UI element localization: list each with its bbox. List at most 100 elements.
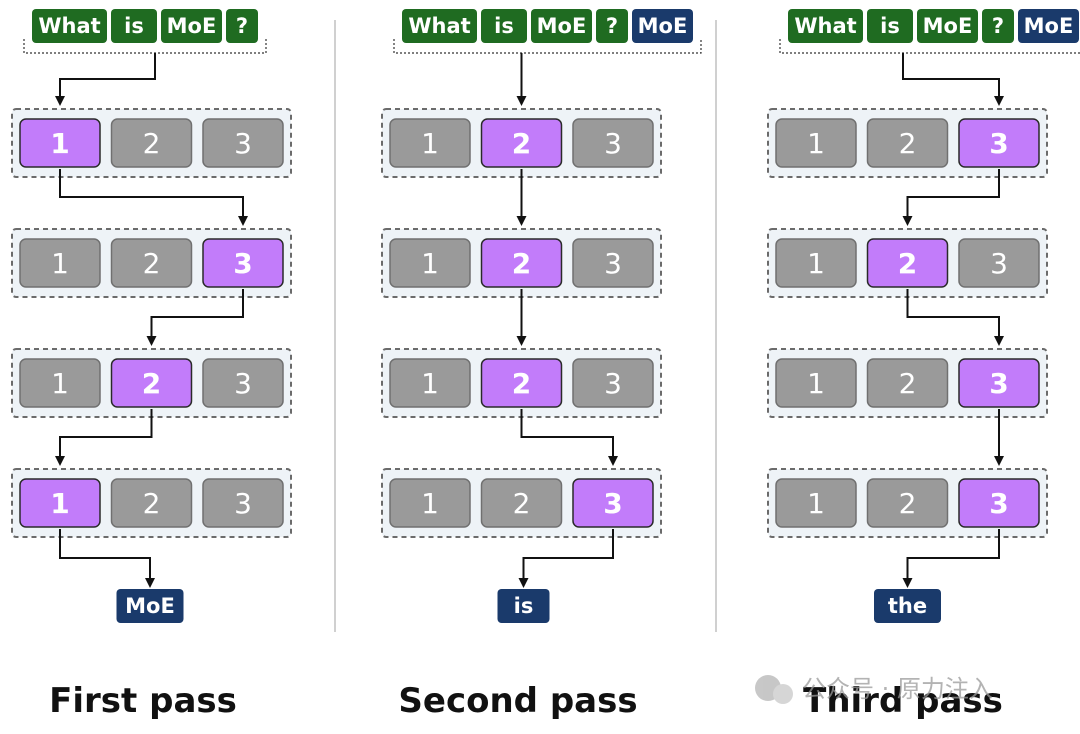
output-token: MoE [116, 589, 184, 623]
output-label: is [514, 594, 534, 618]
output-token: the [874, 589, 941, 623]
routing-arrow [59, 529, 155, 588]
expert-label: 3 [234, 487, 252, 520]
expert: 2 [110, 118, 193, 168]
input-token: MoE [917, 9, 978, 43]
routing-arrow [906, 289, 1004, 346]
active-expert: 3 [958, 478, 1040, 528]
expert: 3 [572, 238, 654, 288]
token-label: ? [992, 14, 1004, 38]
input-token: What [32, 9, 107, 43]
expert-label: 2 [899, 367, 917, 400]
expert: 3 [958, 238, 1040, 288]
input-token: MoE [161, 9, 222, 43]
routing-arrow [518, 529, 614, 588]
token-label: What [38, 14, 100, 38]
expert-label: 1 [421, 247, 439, 280]
active-expert: 2 [480, 238, 563, 288]
expert-label: 3 [603, 487, 622, 520]
expert: 1 [19, 238, 101, 288]
routing-arrow [59, 169, 248, 226]
expert: 1 [775, 118, 857, 168]
token-label: is [124, 14, 144, 38]
active-expert: 2 [480, 118, 563, 168]
expert: 2 [110, 478, 193, 528]
input-token: is [111, 9, 157, 43]
expert-label: 1 [807, 367, 825, 400]
expert: 2 [110, 238, 193, 288]
pass-title: First pass [49, 681, 237, 721]
token-label: is [880, 14, 900, 38]
token-label: MoE [923, 14, 973, 38]
expert-label: 3 [234, 367, 252, 400]
sequence-bracket [779, 39, 1080, 54]
expert: 3 [202, 358, 284, 408]
expert-label: 3 [989, 487, 1008, 520]
expert: 3 [202, 118, 284, 168]
expert-label: 1 [421, 487, 439, 520]
layer-3: 1 2 3 [381, 348, 662, 418]
active-expert: 3 [202, 238, 284, 288]
input-token: What [788, 9, 863, 43]
input-token: is [481, 9, 527, 43]
expert: 1 [389, 478, 471, 528]
expert-label: 3 [604, 367, 622, 400]
layer-4: 1 2 3 [381, 468, 662, 538]
expert: 1 [775, 358, 857, 408]
token-label: MoE [1024, 14, 1074, 38]
expert: 3 [572, 358, 654, 408]
expert-label: 3 [604, 247, 622, 280]
token-label: MoE [638, 14, 688, 38]
expert-label: 1 [421, 127, 439, 160]
routing-arrow [902, 169, 1000, 226]
expert: 2 [866, 478, 949, 528]
expert-label: 2 [513, 487, 531, 520]
active-expert: 3 [958, 118, 1040, 168]
expert-label: 1 [807, 247, 825, 280]
expert-label: 2 [898, 247, 917, 280]
pass-title: Second pass [398, 681, 637, 721]
expert-label: 3 [990, 247, 1008, 280]
input-token: MoE [531, 9, 592, 43]
routing-arrow [146, 289, 244, 346]
expert-label: 1 [421, 367, 439, 400]
expert: 3 [202, 478, 284, 528]
output-label: the [888, 594, 927, 618]
pass-title: Third pass [803, 681, 1003, 721]
input-token: is [867, 9, 913, 43]
expert-label: 3 [989, 367, 1008, 400]
expert: 2 [866, 118, 949, 168]
generated-token: MoE [1018, 9, 1079, 43]
input-token: ? [982, 9, 1014, 43]
active-expert: 2 [866, 238, 949, 288]
token-label: is [494, 14, 514, 38]
expert-label: 3 [234, 127, 252, 160]
expert-label: 1 [50, 487, 69, 520]
expert-label: 1 [807, 487, 825, 520]
token-label: ? [236, 14, 248, 38]
expert-label: 2 [512, 127, 531, 160]
layer-4: 1 2 3 [11, 468, 292, 538]
active-expert: 3 [572, 478, 654, 528]
layer-2: 1 2 3 [767, 228, 1048, 298]
layer-2: 1 2 3 [381, 228, 662, 298]
active-expert: 2 [480, 358, 563, 408]
token-label: What [794, 14, 856, 38]
output-token: is [497, 589, 550, 623]
routing-arrow [902, 529, 1000, 588]
layer-3: 1 2 3 [767, 348, 1048, 418]
input-token: What [402, 9, 477, 43]
routing-arrow [55, 53, 156, 106]
expert: 1 [389, 238, 471, 288]
token-label: What [408, 14, 470, 38]
expert: 3 [572, 118, 654, 168]
input-token: ? [226, 9, 258, 43]
active-expert: 3 [958, 358, 1040, 408]
